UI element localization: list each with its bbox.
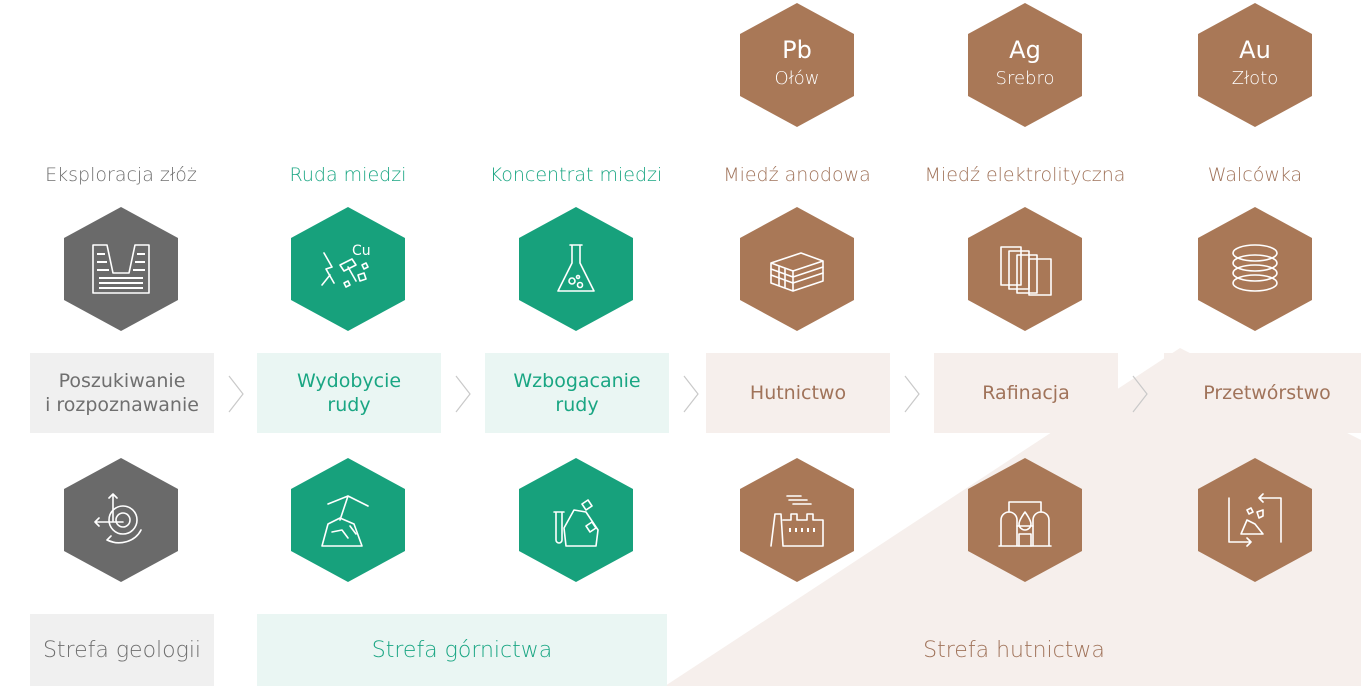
stage-title: Koncentrat miedzi (489, 164, 663, 186)
zone-smelting: Strefa hutnictwa (923, 637, 1105, 663)
flask-concentrate-icon (557, 244, 595, 292)
copper-ore-icon: Cu (321, 243, 371, 288)
svg-text:Cu: Cu (352, 243, 371, 259)
product-hex: Cu (290, 206, 406, 332)
process-hex (518, 457, 634, 583)
process-box: Poszukiwanie i rozpoznawanie (30, 353, 214, 433)
chevron-right-icon (682, 374, 700, 414)
chevron-right-icon (903, 374, 921, 414)
process-box: Hutnictwo (706, 353, 890, 433)
chevron-right-icon (454, 374, 472, 414)
metal-symbol: Pb (782, 36, 812, 64)
recycling-processing-icon (1228, 493, 1282, 547)
geology-deposit-icon (92, 244, 150, 294)
survey-exploration-icon (94, 493, 142, 544)
product-hex (967, 206, 1083, 332)
metal-symbol: Ag (1009, 36, 1041, 64)
refinery-tanks-icon (998, 501, 1052, 547)
process-hex (63, 457, 179, 583)
chevron-right-icon (1131, 374, 1149, 414)
product-hex (1197, 206, 1313, 332)
product-hex (63, 206, 179, 332)
process-hex (739, 457, 855, 583)
smelter-factory-icon (770, 495, 824, 547)
test-tube-rock-icon (553, 499, 599, 547)
metal-symbol: Au (1239, 36, 1271, 64)
metal-name: Srebro (995, 68, 1055, 89)
product-hex (518, 206, 634, 332)
zone-mining: Strefa górnictwa (257, 614, 667, 686)
metal-name: Ołów (774, 68, 820, 89)
chevron-right-icon (227, 374, 245, 414)
stage-title: Miedź anodowa (723, 164, 871, 186)
stage-title: Miedź elektrolityczna (924, 164, 1126, 186)
process-box: Wydobycie rudy (257, 353, 441, 433)
mining-pickaxe-icon (321, 495, 369, 547)
process-hex (967, 457, 1083, 583)
process-box: Przetwórstwo (1164, 353, 1361, 433)
product-hex (739, 206, 855, 332)
stage-title: Walcówka (1207, 164, 1303, 186)
stage-title: Ruda miedzi (289, 164, 407, 186)
process-hex (1197, 457, 1313, 583)
cathode-sheets-icon (1000, 246, 1052, 296)
zone-geology: Strefa geologii (30, 614, 214, 686)
anode-stack-icon (770, 252, 824, 292)
process-hex (290, 457, 406, 583)
process-box: Rafinacja (934, 353, 1118, 433)
wire-rod-coil-icon (1232, 244, 1278, 292)
stage-title: Eksploracja złóż (45, 164, 197, 186)
process-box: Wzbogacanie rudy (485, 353, 669, 433)
metal-name: Złoto (1231, 68, 1279, 89)
